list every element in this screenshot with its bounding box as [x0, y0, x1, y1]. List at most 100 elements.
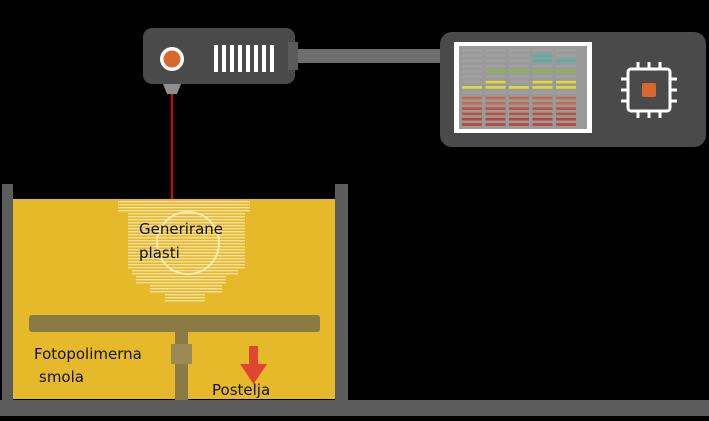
arrow-down-icon: [240, 346, 267, 384]
cpu-core: [642, 83, 656, 97]
display-bar: [509, 86, 529, 89]
controller-unit: [440, 32, 706, 147]
layer-line: [128, 264, 245, 266]
display-bar: [509, 107, 529, 110]
display-bar: [462, 49, 482, 52]
layer-line: [136, 279, 226, 281]
layer-line: [128, 213, 245, 215]
display-bar: [509, 91, 529, 94]
display-bar: [462, 86, 482, 89]
display-bar: [532, 117, 553, 121]
label-build-bed: Postelja: [212, 381, 270, 399]
display-bar: [485, 49, 506, 52]
display-bar: [462, 91, 482, 94]
display-bar: [532, 96, 553, 100]
layer-line: [132, 270, 238, 272]
display-bar: [556, 49, 576, 52]
layer-line: [165, 297, 205, 299]
layer-line: [118, 201, 250, 203]
layer-line: [150, 285, 222, 287]
laser-nozzle: [163, 84, 181, 94]
display-bar: [556, 70, 576, 73]
display-bar: [485, 75, 506, 79]
display-bar: [532, 123, 553, 126]
display-bar: [509, 70, 529, 73]
layer-line: [150, 288, 222, 290]
display-bar: [509, 112, 529, 116]
layer-line: [128, 225, 245, 227]
display-bar: [509, 75, 529, 79]
label-photopolymer-resin: Fotopolimerna: [34, 345, 142, 363]
layer-line: [118, 210, 250, 212]
display-bars: [462, 49, 576, 126]
display-bar: [532, 102, 553, 105]
platform-shaft: [175, 332, 188, 400]
layer-line: [150, 291, 222, 293]
display-bar: [485, 64, 506, 68]
display-bar: [462, 64, 482, 68]
display-bar: [556, 80, 576, 84]
layer-line: [128, 219, 245, 221]
display-bar: [485, 96, 506, 100]
display-bar: [556, 96, 576, 100]
layer-line: [128, 267, 245, 269]
display-bar: [532, 70, 553, 73]
display-bar: [462, 59, 482, 63]
layer-line: [118, 207, 250, 209]
layer-contour: [156, 211, 220, 275]
display-bar: [509, 123, 529, 126]
display-bar: [462, 96, 482, 100]
layer-line: [136, 282, 226, 284]
vent-grille: [214, 45, 274, 72]
display-bar: [556, 91, 576, 94]
tank-floor: [0, 400, 709, 416]
build-platform: [29, 315, 320, 400]
display-bar: [509, 59, 529, 63]
layer-line: [128, 222, 245, 224]
layer-line: [128, 240, 245, 242]
display-bar: [556, 86, 576, 89]
display-bar: [462, 117, 482, 121]
display-bar: [556, 117, 576, 121]
display-bar: [485, 102, 506, 105]
layer-line: [128, 237, 245, 239]
resin-tank: [0, 184, 709, 416]
platform-collar: [171, 344, 192, 364]
layer-line: [165, 300, 205, 302]
label-photopolymer-resin-line2: smola: [39, 368, 84, 386]
display-bar: [462, 70, 482, 73]
display-bar: [532, 107, 553, 110]
display-bar: [509, 96, 529, 100]
display-bar: [532, 64, 553, 68]
layer-line: [128, 234, 245, 236]
display-bar: [462, 107, 482, 110]
cpu-chip-icon: [621, 62, 677, 118]
printed-object-layers: [118, 201, 250, 302]
label-generated-layers: Generirane: [139, 220, 223, 238]
layer-line: [128, 258, 245, 260]
display-bar: [509, 80, 529, 84]
layer-line: [118, 204, 250, 206]
display-bar: [556, 102, 576, 105]
display-bar: [509, 117, 529, 121]
display-bar: [485, 112, 506, 116]
tank-wall-right: [335, 184, 348, 400]
display-bar: [556, 54, 576, 57]
display-bar: [532, 112, 553, 116]
display-bar: [485, 117, 506, 121]
display-bar: [485, 59, 506, 63]
display-bar: [509, 49, 529, 52]
layer-line: [165, 294, 205, 296]
laser-projector-icon: [143, 28, 298, 94]
display-bar: [462, 102, 482, 105]
layer-line: [128, 249, 245, 251]
display-bar: [485, 70, 506, 73]
display-bar: [532, 91, 553, 94]
layer-line: [128, 231, 245, 233]
layer-line: [136, 276, 226, 278]
layer-line: [128, 228, 245, 230]
display-bar: [509, 54, 529, 57]
display-bar: [509, 64, 529, 68]
display-bar: [485, 107, 506, 110]
